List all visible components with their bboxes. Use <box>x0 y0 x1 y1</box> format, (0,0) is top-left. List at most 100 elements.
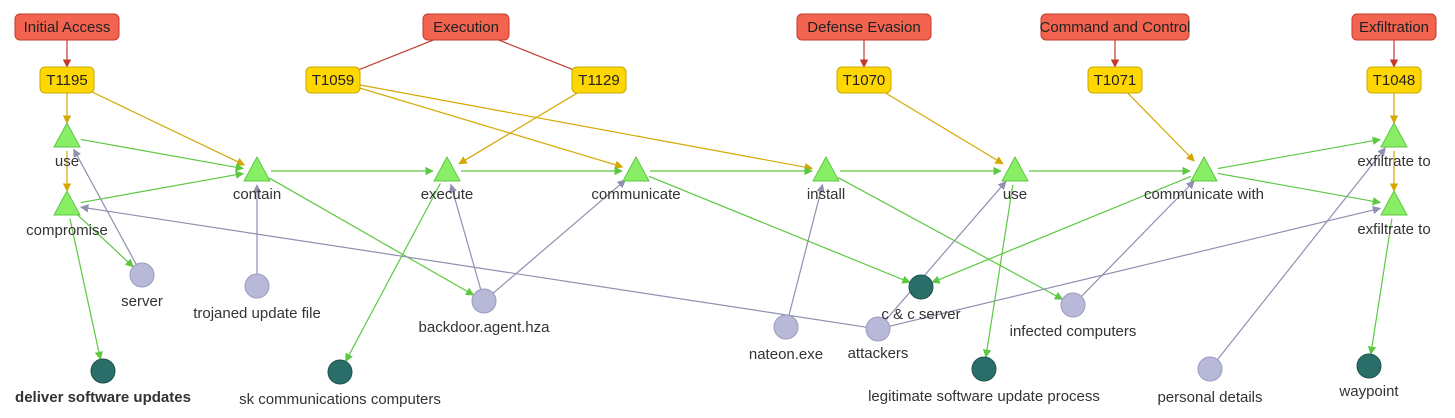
nodes-layer: Initial Access Execution Defense Evasion Co… <box>14 13 1437 408</box>
edge-execute-to-skcomm <box>345 183 441 363</box>
entity-node-nateon[interactable]: nateon.exe <box>749 314 823 363</box>
edge-attackers-to-compromise <box>80 204 867 328</box>
technique-label: T1195 <box>46 72 87 89</box>
entity-node-skcomm[interactable]: sk communications computers <box>239 359 441 408</box>
action-node-use1[interactable]: use <box>53 121 81 170</box>
tactic-box <box>1040 13 1190 41</box>
entity-label: c & c server <box>881 306 960 323</box>
edge-personal-to-exf1 <box>1216 147 1386 360</box>
technique-node-t1059[interactable]: T1059 <box>305 66 361 94</box>
tactic-box <box>14 13 120 41</box>
entity-node-backdoor[interactable]: backdoor.agent.hza <box>419 288 551 336</box>
edge-backdoor-to-execute <box>448 183 482 290</box>
edge-attackers-to-use2 <box>885 180 1007 321</box>
triangle-icon <box>243 155 271 182</box>
technique-box <box>1366 66 1422 94</box>
entity-node-attackers[interactable]: attackers <box>848 316 909 362</box>
action-node-contain[interactable]: contain <box>233 155 281 203</box>
edge-commwith-to-exf1 <box>1217 136 1382 170</box>
triangle-icon <box>53 189 81 216</box>
entity-label: infected computers <box>1010 323 1137 340</box>
technique-label: T1059 <box>312 72 355 89</box>
entity-label: backdoor.agent.hza <box>419 319 551 336</box>
action-node-install[interactable]: install <box>807 155 845 203</box>
technique-label: T1070 <box>843 72 886 89</box>
entity-label: trojaned update file <box>193 305 321 322</box>
technique-node-t1070[interactable]: T1070 <box>836 66 892 94</box>
action-node-communicate[interactable]: communicate <box>591 155 681 203</box>
entity-label: waypoint <box>1338 383 1399 400</box>
target-circle-icon <box>908 274 934 300</box>
entity-node-server[interactable]: server <box>121 262 163 310</box>
action-label: install <box>807 186 845 203</box>
tactic-node-exf[interactable]: Exfiltration <box>1351 13 1437 41</box>
edge-contain-to-backdoor <box>268 177 475 296</box>
action-node-execute[interactable]: execute <box>421 155 474 203</box>
tactic-node-ia[interactable]: Initial Access <box>14 13 120 41</box>
tactic-box <box>1351 13 1437 41</box>
edges-layer <box>62 31 1399 363</box>
entity-circle-icon <box>865 316 891 342</box>
action-node-compromise[interactable]: compromise <box>26 189 108 239</box>
edge-use2-to-legit <box>982 184 1014 358</box>
entity-node-ccserver[interactable]: c & c server <box>881 274 961 323</box>
entity-node-legit[interactable]: legitimate software update process <box>868 356 1100 405</box>
action-node-exf1[interactable]: exfiltrate to <box>1357 121 1431 170</box>
technique-node-t1129[interactable]: T1129 <box>571 66 627 94</box>
technique-label: T1129 <box>578 72 619 89</box>
technique-node-t1048[interactable]: T1048 <box>1366 66 1422 94</box>
tactic-label: Initial Access <box>24 19 111 36</box>
tactic-box <box>422 13 510 41</box>
entity-label: attackers <box>848 345 909 362</box>
action-node-use2[interactable]: use <box>1001 155 1029 203</box>
edge-infected-to-commwith <box>1080 180 1195 297</box>
edge-t1059-to-install <box>345 81 814 172</box>
edge-t1071-to-commwith <box>1123 88 1195 162</box>
target-circle-icon <box>327 359 353 385</box>
technique-node-t1071[interactable]: T1071 <box>1087 66 1143 94</box>
tactic-label: Execution <box>433 19 499 36</box>
entity-label: personal details <box>1157 389 1262 406</box>
edge-attackers-to-exf2 <box>889 205 1382 327</box>
technique-node-t1195[interactable]: T1195 <box>39 66 95 94</box>
entity-node-trojaned[interactable]: trojaned update file <box>193 273 321 322</box>
action-node-exf2[interactable]: exfiltrate to <box>1357 189 1431 238</box>
tactic-box <box>796 13 932 41</box>
technique-box <box>1087 66 1143 94</box>
tactic-label: Exfiltration <box>1359 19 1429 36</box>
entity-label: legitimate software update process <box>868 388 1100 405</box>
tactic-node-ex[interactable]: Execution <box>422 13 510 41</box>
action-node-commwith[interactable]: communicate with <box>1144 155 1264 203</box>
edge-nateon-to-install <box>788 183 825 316</box>
edge-compromise-to-server <box>76 214 134 268</box>
technique-label: T1071 <box>1094 72 1137 89</box>
target-circle-icon <box>971 356 997 382</box>
entity-node-infected[interactable]: infected computers <box>1010 292 1137 340</box>
triangle-icon <box>1001 155 1029 182</box>
target-circle-icon <box>90 358 116 384</box>
entity-node-personal[interactable]: personal details <box>1157 356 1263 406</box>
entity-label: nateon.exe <box>749 346 823 363</box>
action-label: contain <box>233 186 281 203</box>
edge-commwith-to-exf2 <box>1217 172 1382 206</box>
entity-circle-icon <box>244 273 270 299</box>
entity-circle-icon <box>471 288 497 314</box>
edge-exf2-to-waypoint <box>1367 218 1393 355</box>
edge-t1195-to-contain <box>78 85 246 166</box>
action-label: compromise <box>26 222 108 239</box>
triangle-icon <box>1380 189 1408 216</box>
entity-circle-icon <box>1060 292 1086 318</box>
tactic-node-cc[interactable]: Command and Control <box>1040 13 1191 41</box>
edge-install-to-infected <box>838 177 1064 300</box>
tactic-node-de[interactable]: Defense Evasion <box>796 13 932 41</box>
edge-server-to-use1 <box>73 148 137 265</box>
edge-compromise-to-deliver <box>69 218 103 361</box>
target-circle-icon <box>1356 353 1382 379</box>
entity-node-deliver[interactable]: deliver software updates <box>15 358 191 406</box>
triangle-icon <box>433 155 461 182</box>
edge-t1059-to-communicate <box>345 83 624 169</box>
action-label: use <box>1003 186 1027 203</box>
entity-circle-icon <box>129 262 155 288</box>
entity-node-waypoint[interactable]: waypoint <box>1338 353 1399 400</box>
